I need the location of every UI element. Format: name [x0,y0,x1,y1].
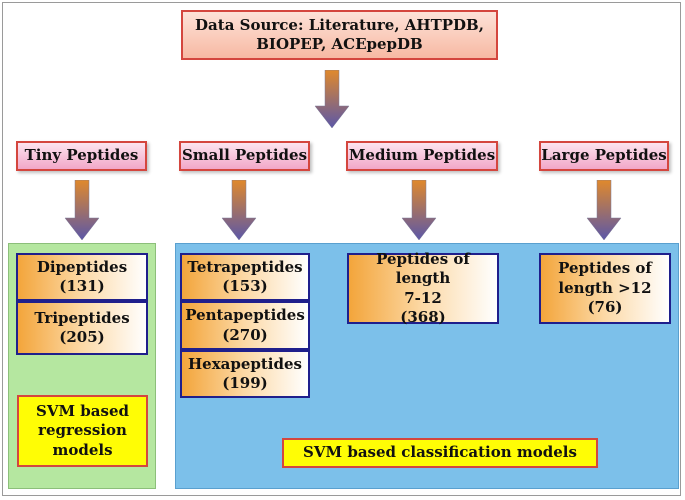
category-medium-peptides: Medium Peptides [346,141,498,171]
pentapeptides-count: (270) [222,325,268,344]
data-source-line1: Data Source: Literature, AHTPDB, [195,15,484,34]
data-source-box: Data Source: Literature, AHTPDB, BIOPEP,… [181,10,498,60]
arrow-down-icon [64,180,100,241]
tetrapeptides-box: Tetrapeptides (153) [180,253,310,301]
hexapeptides-box: Hexapeptides (199) [180,350,310,398]
large-peptides-box: Peptides of length >12 (76) [539,253,671,324]
category-tiny-label: Tiny Peptides [24,146,139,165]
category-large-peptides: Large Peptides [539,141,669,171]
tripeptides-count: (205) [59,328,105,346]
tripeptides-box: Tripeptides (205) [16,301,148,355]
category-medium-label: Medium Peptides [348,146,496,165]
svm-classification-box: SVM based classification models [282,438,598,468]
svm-regression-line1: SVM based [36,401,129,420]
dipeptides-name: Dipeptides [36,257,128,276]
large-peptides-count: (76) [587,298,623,317]
large-peptides-line2: length >12 [558,278,652,297]
hexapeptides-count: (199) [222,374,268,392]
svm-regression-line3: models [52,440,113,459]
arrow-down-icon [314,70,350,129]
category-tiny-peptides: Tiny Peptides [16,141,147,171]
category-large-label: Large Peptides [541,146,667,165]
pentapeptides-box: Pentapeptides (270) [180,301,310,350]
dipeptides-count: (131) [59,277,105,295]
svm-regression-box: SVM based regression models [17,395,148,467]
tetrapeptides-count: (153) [222,277,268,295]
pentapeptides-name: Pentapeptides [185,306,305,324]
svm-classification-label: SVM based classification models [303,443,577,462]
category-small-label: Small Peptides [181,146,308,165]
medium-peptides-line2: 7-12 [404,288,442,307]
svm-regression-line2: regression [38,421,127,440]
arrow-down-icon [221,180,257,241]
medium-peptides-line1: Peptides of length [376,249,470,288]
hexapeptides-name: Hexapeptides [187,354,302,373]
tetrapeptides-name: Tetrapeptides [187,257,303,276]
dipeptides-box: Dipeptides (131) [16,253,148,301]
arrow-down-icon [401,180,437,241]
category-small-peptides: Small Peptides [179,141,310,171]
medium-peptides-box: Peptides of length 7-12 (368) [347,249,499,326]
data-source-line2: BIOPEP, ACEpepDB [256,35,423,53]
arrow-down-icon [586,180,622,241]
large-peptides-line1: Peptides of [558,259,652,278]
medium-peptides-count: (368) [400,308,446,326]
tripeptides-name: Tripeptides [34,308,130,327]
